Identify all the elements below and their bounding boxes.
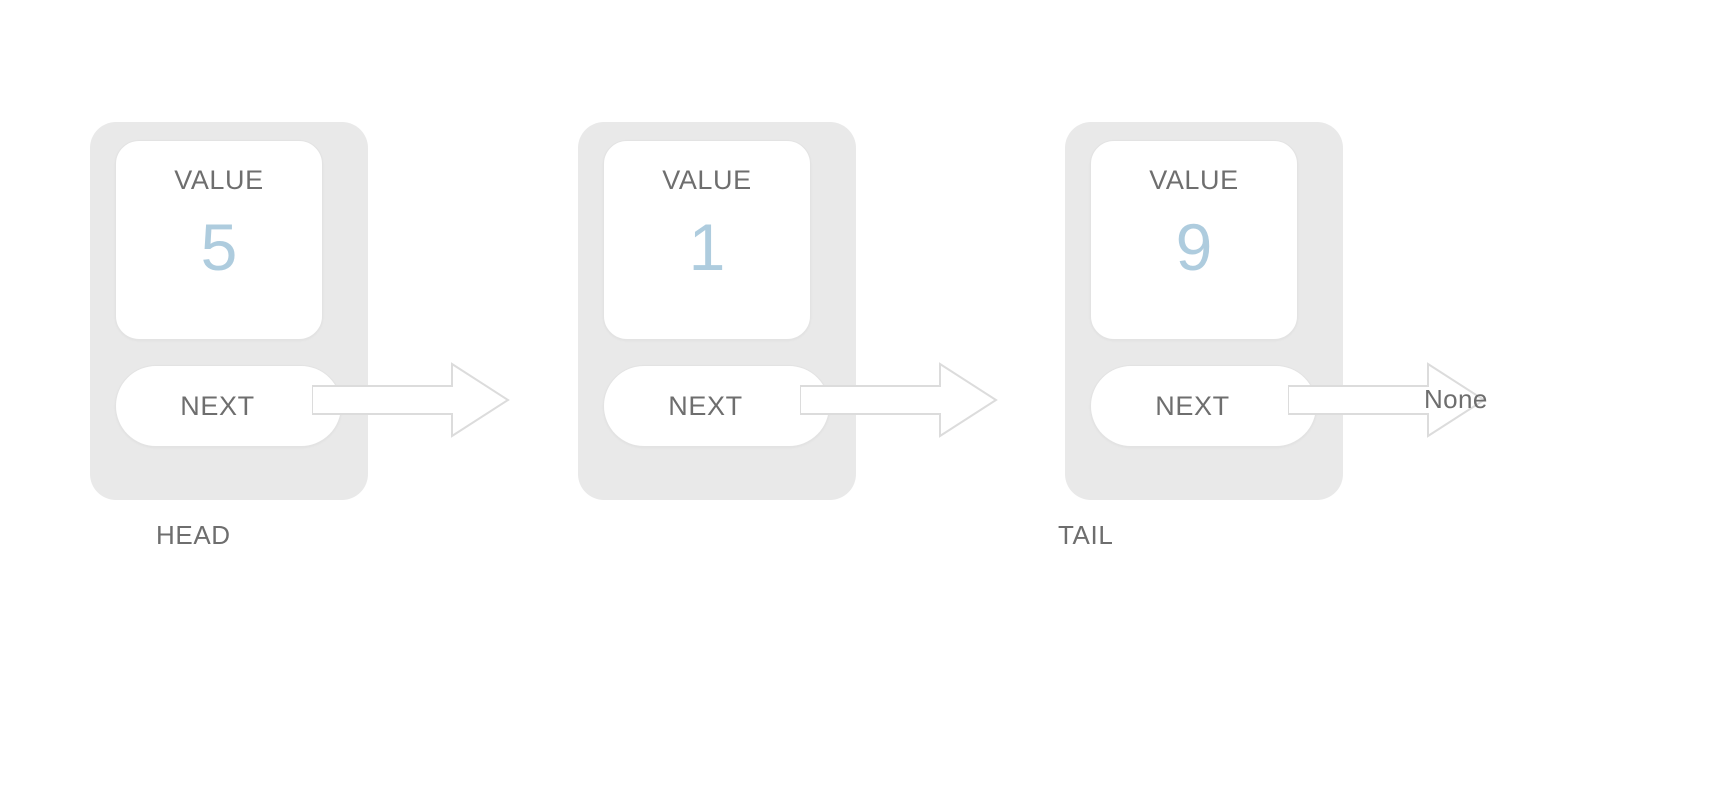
tail-caption: TAIL [1058, 520, 1114, 550]
node-value-label: VALUE [174, 165, 264, 195]
list-node[interactable]: VALUE 9 NEXT [1065, 122, 1343, 500]
node-value-label: VALUE [662, 165, 752, 195]
node-value: 5 [200, 210, 238, 284]
node-value-card: VALUE 9 [1090, 140, 1298, 340]
next-pointer-arrow-icon [312, 360, 512, 440]
node-next-label: NEXT [668, 390, 743, 421]
head-caption: HEAD [156, 520, 231, 550]
null-terminator-label: None [1424, 384, 1488, 414]
next-pointer-arrow-icon [800, 360, 1000, 440]
list-node[interactable]: VALUE 1 NEXT [578, 122, 856, 500]
node-value: 1 [688, 210, 726, 284]
node-value: 9 [1175, 210, 1213, 284]
node-next-pointer[interactable]: NEXT [1090, 365, 1317, 447]
node-next-label: NEXT [1155, 390, 1230, 421]
node-next-pointer[interactable]: NEXT [603, 365, 830, 447]
node-next-pointer[interactable]: NEXT [115, 365, 342, 447]
node-value-card: VALUE 5 [115, 140, 323, 340]
node-next-label: NEXT [180, 390, 255, 421]
node-value-label: VALUE [1149, 165, 1239, 195]
next-pointer-arrow-icon [1288, 360, 1488, 440]
node-value-card: VALUE 1 [603, 140, 811, 340]
list-node[interactable]: VALUE 5 NEXT [90, 122, 368, 500]
